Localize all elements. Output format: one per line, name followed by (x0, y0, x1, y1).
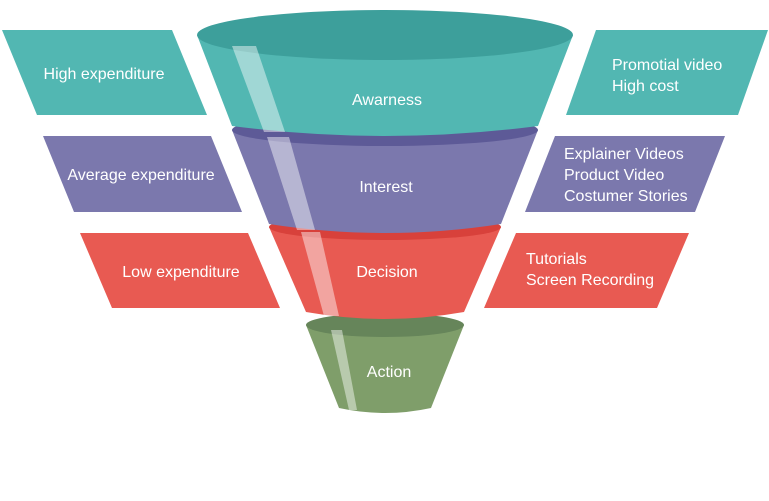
right-label-interest: Explainer Videos Product Video Costumer … (525, 136, 725, 212)
funnel-stage-body (232, 130, 538, 233)
left-label-text: Average expenditure (67, 167, 214, 184)
right-label-line: High cost (612, 78, 679, 95)
right-label-shape (566, 30, 768, 115)
funnel-stage-body (306, 325, 464, 413)
right-label-line: Product Video (564, 167, 664, 184)
right-label-line: Explainer Videos (564, 146, 684, 163)
funnel-stage-label: Interest (359, 179, 413, 196)
right-label-awareness: Promotial video High cost (566, 30, 768, 115)
right-label-line: Screen Recording (526, 272, 654, 289)
funnel-stage-awareness: Awarness (197, 10, 573, 136)
funnel-highlight (267, 137, 315, 230)
funnel-stage-rim (306, 313, 464, 337)
funnel-stage-rim (197, 10, 573, 60)
right-label-line: Promotial video (612, 57, 722, 74)
funnel-highlight (331, 330, 357, 410)
left-label-awareness: High expenditure (2, 30, 207, 115)
left-label-decision: Low expenditure (80, 233, 280, 308)
funnel-highlight (232, 46, 285, 132)
left-label-shape (80, 233, 280, 308)
right-label-line: Tutorials (526, 251, 587, 268)
left-label-shape (2, 30, 207, 115)
funnel-stage-body (197, 35, 573, 136)
left-label-text: Low expenditure (122, 264, 240, 281)
left-label-shape (43, 136, 242, 212)
funnel-stage-label: Awarness (352, 92, 422, 109)
funnel-stage-label: Action (367, 364, 411, 381)
right-label-shape (525, 136, 725, 212)
funnel-highlight (301, 232, 339, 316)
funnel-stage-label: Decision (356, 264, 417, 281)
right-label-shape (484, 233, 689, 308)
funnel-stage-action: Action (306, 313, 464, 413)
left-label-interest: Average expenditure (43, 136, 242, 212)
funnel-stage-body (269, 227, 501, 319)
right-label-decision: Tutorials Screen Recording (484, 233, 689, 308)
right-label-line: Costumer Stories (564, 188, 688, 205)
left-label-text: High expenditure (44, 66, 165, 83)
